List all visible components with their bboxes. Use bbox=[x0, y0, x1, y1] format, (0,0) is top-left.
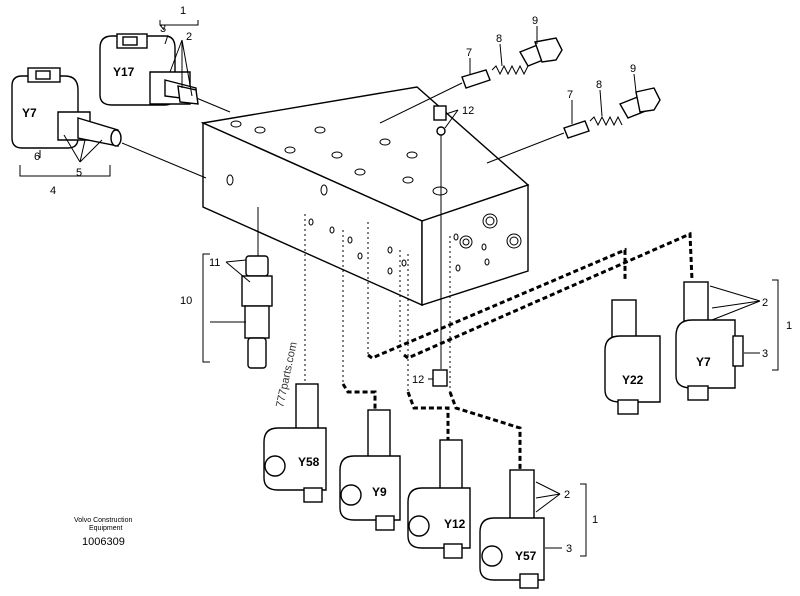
callout-2-right: 2 bbox=[762, 297, 768, 309]
solenoid-valve-y58: Y58 bbox=[263, 383, 327, 503]
valve-block bbox=[200, 86, 530, 307]
callout-1-bottom: 1 bbox=[592, 514, 598, 526]
solenoid-valve-y7-right: Y7 bbox=[675, 281, 744, 401]
hose-lines bbox=[341, 231, 694, 470]
solenoid-valve-y22: Y22 bbox=[604, 299, 661, 415]
callout-11: 11 bbox=[209, 257, 220, 269]
y17-label: Y17 bbox=[113, 65, 135, 79]
footer: Volvo Construction Equipment 1006309 bbox=[74, 517, 132, 548]
y12-label: Y12 bbox=[444, 517, 466, 531]
callout-numbers: 1 3 2 6 5 4 7 8 9 7 8 9 12 12 10 11 2 3 … bbox=[34, 5, 792, 555]
pressure-sensor bbox=[241, 255, 273, 369]
callout-8-lower: 8 bbox=[596, 79, 602, 91]
brand-line-1: Volvo Construction bbox=[74, 517, 132, 524]
y57-label: Y57 bbox=[515, 549, 537, 563]
callout-9-upper: 9 bbox=[532, 15, 538, 27]
connection-lines bbox=[121, 82, 565, 369]
callout-9-lower: 9 bbox=[630, 63, 636, 75]
callout-2-top-left: 2 bbox=[186, 31, 192, 43]
y7-left-label: Y7 bbox=[22, 106, 37, 120]
solenoid-valve-y7-left: Y7 bbox=[11, 67, 122, 149]
callout-1-right: 1 bbox=[786, 320, 792, 332]
callout-12-top: 12 bbox=[462, 105, 474, 117]
callout-1-top-left: 1 bbox=[180, 5, 186, 17]
callout-7-lower: 7 bbox=[567, 89, 573, 101]
callout-4: 4 bbox=[50, 185, 56, 197]
callout-2-bottom: 2 bbox=[564, 489, 570, 501]
callout-6: 6 bbox=[34, 151, 40, 163]
solenoid-valve-y17: Y17 bbox=[99, 33, 199, 106]
y58-label: Y58 bbox=[298, 455, 320, 469]
solenoid-valve-y9: Y9 bbox=[339, 409, 401, 531]
callout-7-upper: 7 bbox=[466, 47, 472, 59]
solenoid-valve-y12: Y12 bbox=[407, 439, 471, 559]
callout-12-bottom: 12 bbox=[412, 374, 424, 386]
plug-assembly-upper bbox=[461, 37, 563, 89]
y7-right-label: Y7 bbox=[696, 355, 711, 369]
y22-label: Y22 bbox=[622, 373, 644, 387]
callout-3-right: 3 bbox=[762, 348, 768, 360]
callout-8-upper: 8 bbox=[496, 33, 502, 45]
brand-line-2: Equipment bbox=[89, 525, 123, 532]
hidden-lines bbox=[304, 214, 451, 392]
small-plug-top bbox=[433, 105, 447, 136]
small-plug-bottom bbox=[432, 369, 448, 387]
callout-3-top-left: 3 bbox=[160, 23, 166, 35]
plug-assembly-lower bbox=[563, 87, 661, 139]
callout-5: 5 bbox=[76, 167, 82, 179]
callout-10: 10 bbox=[180, 295, 192, 307]
drawing-number: 1006309 bbox=[82, 536, 125, 548]
callout-3-bottom: 3 bbox=[566, 543, 572, 555]
callout-leaders bbox=[19, 20, 779, 557]
solenoid-valve-y57: Y57 bbox=[479, 469, 545, 589]
y9-label: Y9 bbox=[372, 485, 387, 499]
